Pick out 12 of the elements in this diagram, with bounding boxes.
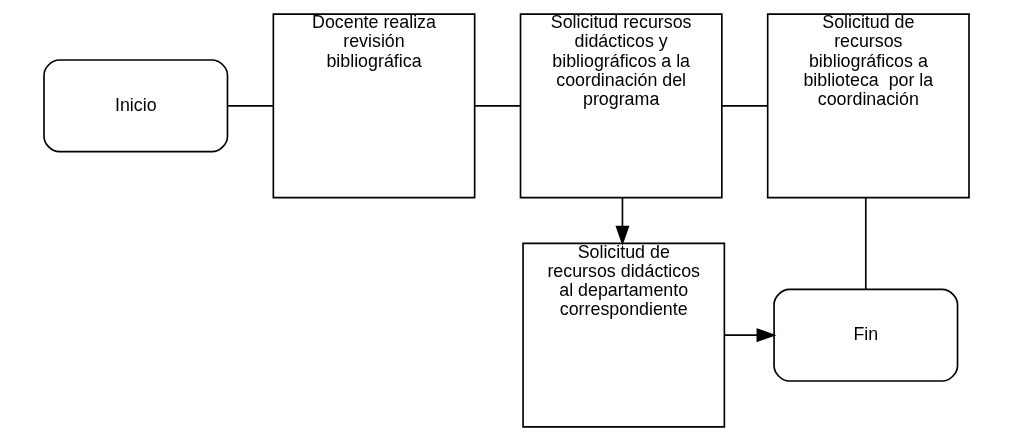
node-box: Fin bbox=[773, 287, 959, 382]
arrow bbox=[723, 327, 777, 342]
connector bbox=[226, 104, 274, 107]
connector bbox=[474, 104, 522, 107]
node-box: Docente realiza revisión bibliográfica bbox=[272, 12, 476, 198]
node-box: Inicio bbox=[43, 58, 229, 153]
node-box: Solicitud de recursos didácticos al departamento correspondiente bbox=[522, 242, 726, 428]
arrow bbox=[615, 196, 630, 246]
connector bbox=[721, 104, 769, 107]
node-box: Solicitud de recursos bibliográficos a biblioteca por la coordinación bbox=[766, 12, 970, 198]
connector bbox=[864, 196, 867, 290]
node-box: Solicitud recursos didácticos y bibliográficos a la coordinación del programa bbox=[519, 12, 723, 198]
